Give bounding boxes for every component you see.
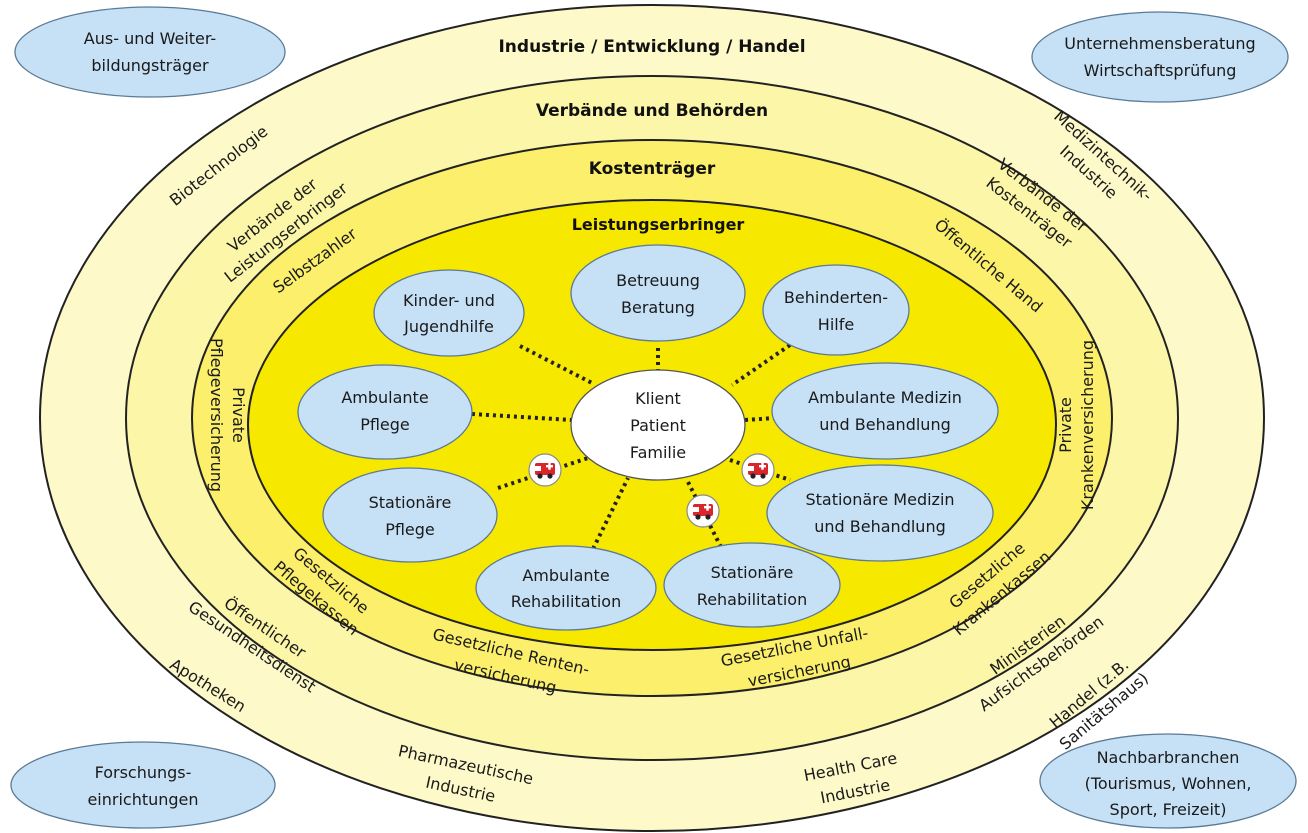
- ambulance-icon: [686, 494, 720, 528]
- svg-text:Kinder- und: Kinder- und: [403, 291, 495, 310]
- svg-text:Stationäre Medizin: Stationäre Medizin: [805, 490, 954, 509]
- svg-text:und Behandlung: und Behandlung: [819, 415, 950, 434]
- svg-text:Jugendhilfe: Jugendhilfe: [403, 317, 494, 336]
- node-ambulante-rehabilitation: Ambulante Rehabilitation: [475, 545, 657, 631]
- svg-text:Aus- und Weiter-: Aus- und Weiter-: [84, 29, 216, 48]
- label-private-pflegeversicherung: Private Pflegeversicherung: [207, 338, 248, 492]
- svg-text:Ambulante Medizin: Ambulante Medizin: [808, 388, 962, 407]
- svg-text:Behinderten-: Behinderten-: [784, 288, 888, 307]
- node-stationaere-rehabilitation: Stationäre Rehabilitation: [663, 542, 841, 628]
- svg-text:und Behandlung: und Behandlung: [814, 517, 945, 536]
- svg-text:Sport, Freizeit): Sport, Freizeit): [1110, 800, 1227, 819]
- node-stationaere-pflege: Stationäre Pflege: [322, 467, 498, 563]
- ring-title-verbaende: Verbände und Behörden: [536, 101, 768, 121]
- node-ambulante-medizin: Ambulante Medizin und Behandlung: [771, 362, 999, 460]
- svg-text:Hilfe: Hilfe: [818, 315, 854, 334]
- svg-text:Rehabilitation: Rehabilitation: [511, 592, 621, 611]
- corner-unternehmensberatung: Unternehmensberatung Wirtschaftsprüfung: [1031, 11, 1289, 103]
- node-betreuung-beratung: Betreuung Beratung: [570, 244, 746, 342]
- label-private-krankenversicherung: Private Krankenversicherung: [1056, 340, 1097, 510]
- svg-text:Patient: Patient: [630, 416, 686, 435]
- ambulance-icon: [528, 453, 562, 487]
- svg-text:Private: Private: [229, 387, 248, 443]
- svg-text:Pflege: Pflege: [385, 520, 435, 539]
- svg-text:Beratung: Beratung: [621, 298, 695, 317]
- svg-text:Familie: Familie: [630, 443, 686, 462]
- svg-text:einrichtungen: einrichtungen: [87, 790, 198, 809]
- ring-title-industrie: Industrie / Entwicklung / Handel: [498, 37, 805, 57]
- corner-aus-weiterbildung: Aus- und Weiter- bildungsträger: [14, 6, 286, 98]
- svg-text:Betreuung: Betreuung: [616, 271, 700, 290]
- svg-text:Unternehmensberatung: Unternehmensberatung: [1064, 34, 1255, 53]
- node-behinderten-hilfe: Behinderten- Hilfe: [762, 264, 910, 356]
- node-kinder-jugendhilfe: Kinder- und Jugendhilfe: [373, 269, 525, 357]
- corner-forschungseinrichtungen: Forschungs- einrichtungen: [10, 741, 276, 829]
- svg-text:Ambulante: Ambulante: [341, 388, 428, 407]
- ring-title-kostentraeger: Kostenträger: [589, 159, 716, 179]
- node-stationaere-medizin: Stationäre Medizin und Behandlung: [766, 464, 994, 562]
- svg-text:Private: Private: [1056, 397, 1075, 453]
- svg-text:Forschungs-: Forschungs-: [95, 763, 192, 782]
- node-ambulante-pflege: Ambulante Pflege: [297, 364, 473, 460]
- svg-text:(Tourismus, Wohnen,: (Tourismus, Wohnen,: [1085, 774, 1252, 793]
- svg-text:Krankenversicherung: Krankenversicherung: [1078, 340, 1097, 510]
- svg-text:Nachbarbranchen: Nachbarbranchen: [1097, 748, 1240, 767]
- svg-text:Rehabilitation: Rehabilitation: [697, 590, 807, 609]
- ring-title-leistungserbringer: Leistungserbringer: [572, 215, 745, 234]
- svg-text:bildungsträger: bildungsträger: [91, 56, 209, 75]
- center-klient: Klient Patient Familie: [570, 369, 746, 481]
- svg-text:Stationäre: Stationäre: [369, 493, 452, 512]
- svg-text:Klient: Klient: [635, 389, 681, 408]
- svg-text:Wirtschaftsprüfung: Wirtschaftsprüfung: [1084, 61, 1237, 80]
- svg-text:Pflegeversicherung: Pflegeversicherung: [207, 338, 226, 492]
- svg-text:Pflege: Pflege: [360, 415, 410, 434]
- svg-text:Stationäre: Stationäre: [711, 563, 794, 582]
- ambulance-icon: [741, 453, 775, 487]
- svg-text:Ambulante: Ambulante: [522, 566, 609, 585]
- corner-nachbarbranchen: Nachbarbranchen (Tourismus, Wohnen, Spor…: [1039, 733, 1297, 829]
